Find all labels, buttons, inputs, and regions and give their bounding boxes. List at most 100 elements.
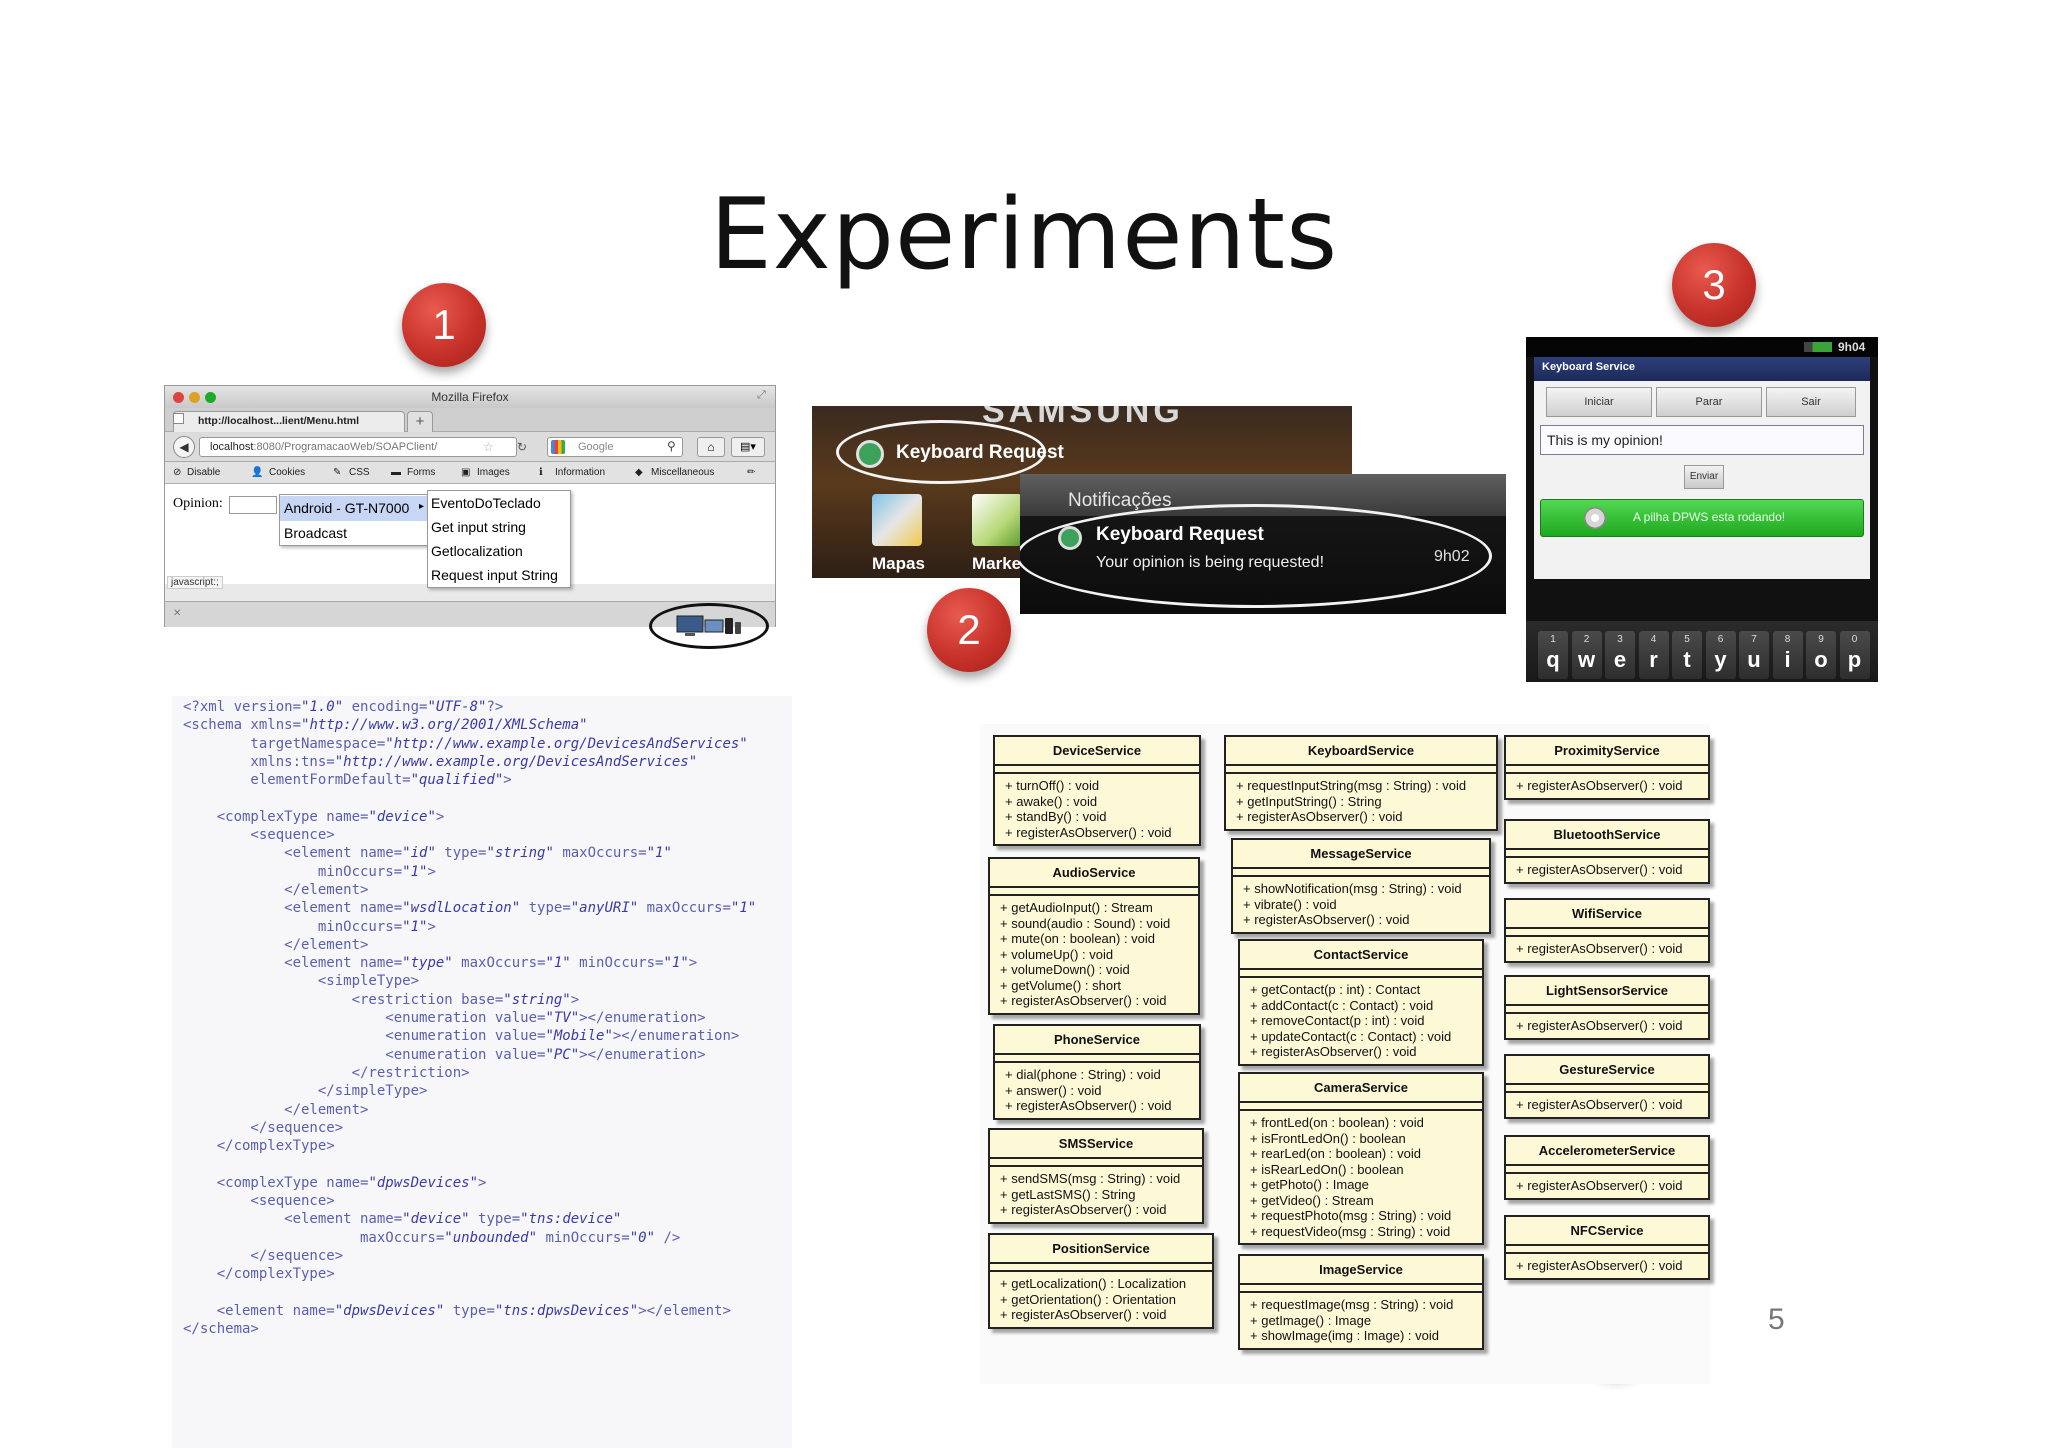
submenu-item-evento[interactable]: EventoDoTeclado [431, 495, 541, 511]
maximize-window-icon[interactable] [205, 392, 216, 403]
maps-app-icon[interactable] [872, 494, 922, 546]
uml-operations-compartment: + registerAsObserver() : void [1506, 1254, 1708, 1278]
send-button[interactable]: Enviar [1684, 465, 1724, 489]
uml-operation-signature: getAudioInput() : Stream [1011, 900, 1153, 915]
menu-item-android[interactable]: Android - GT-N7000▸ [280, 496, 428, 521]
menu-item-broadcast[interactable]: Broadcast [284, 525, 348, 541]
opinion-input[interactable] [229, 496, 277, 514]
uml-operation-signature: addContact(c : Contact) : void [1261, 997, 1434, 1013]
badge-3: 3 [1672, 243, 1756, 327]
uml-operation: + getContact(p : int) : Contact [1250, 982, 1476, 998]
maps-app-label: Mapas [872, 554, 925, 573]
notification-message[interactable]: Your opinion is being requested! [1096, 554, 1325, 571]
uml-operation-signature: requestVideo(msg : String) : void [1261, 1223, 1451, 1239]
uml-operations-compartment: + registerAsObserver() : void [1506, 1014, 1708, 1038]
code-markup: <element name= [183, 845, 403, 862]
uml-operation: + requestVideo(msg : String) : void [1250, 1224, 1476, 1240]
stop-button[interactable]: Parar [1656, 387, 1762, 417]
form-icon: ▬ [391, 467, 401, 478]
code-value: "unbounded" [444, 1229, 538, 1246]
submenu-item-getlocalization[interactable]: Getlocalization [431, 543, 523, 559]
new-tab-button[interactable]: + [407, 411, 433, 432]
uml-operation: + volumeDown() : void [1000, 962, 1192, 978]
search-field[interactable]: Google [547, 437, 683, 457]
uml-operation-signature: getLastSMS() : String [1011, 1186, 1136, 1202]
toolbar-information[interactable]: Information [555, 467, 606, 478]
uml-class-name: DeviceService [995, 737, 1199, 766]
toolbar-cookies[interactable]: Cookies [269, 467, 306, 478]
code-markup: minOccurs= [537, 1229, 630, 1246]
uml-class-name: PhoneService [995, 1026, 1199, 1055]
minimize-window-icon[interactable] [189, 392, 200, 403]
public-visibility-icon: + [1250, 1013, 1262, 1028]
opinion-text-field[interactable]: This is my opinion! [1540, 425, 1864, 455]
browser-tab[interactable]: http://localhost...lient/Menu.html [173, 411, 405, 432]
home-icon[interactable]: ⌂ [697, 437, 725, 457]
search-icon[interactable]: ⚲ [667, 439, 676, 453]
uml-class-name: AudioService [990, 859, 1198, 888]
wand-icon: ✎ [333, 467, 342, 478]
uml-operation-signature: requestImage(msg : String) : void [1261, 1297, 1454, 1312]
code-line: <enumeration value="Mobile"></enumeratio… [183, 1027, 756, 1045]
code-value: "1" [402, 863, 428, 880]
close-window-icon[interactable] [173, 392, 184, 403]
uml-operation: + registerAsObserver() : void [1250, 1044, 1476, 1060]
notification-title[interactable]: Keyboard Request [1096, 524, 1264, 545]
uml-operation: + getLastSMS() : String [1000, 1187, 1196, 1203]
uml-operation: + mute(on : boolean) : void [1000, 931, 1192, 947]
code-markup: type= [435, 845, 487, 862]
uml-operation: + getVolume() : short [1000, 978, 1192, 994]
code-line: <enumeration value="TV"></enumeration> [183, 1009, 756, 1027]
cd-icon [1584, 507, 1606, 529]
submenu-item-request-input[interactable]: Request input String [431, 567, 558, 583]
public-visibility-icon: + [1005, 793, 1017, 809]
fullscreen-icon[interactable]: ⤢ [757, 389, 766, 401]
url-host: localhost [210, 441, 254, 453]
public-visibility-icon: + [1250, 1177, 1262, 1192]
devices-icon[interactable] [675, 614, 743, 638]
toolbar-forms[interactable]: Forms [407, 467, 436, 478]
info-icon: ℹ [539, 467, 543, 478]
submenu-item-get-input[interactable]: Get input string [431, 519, 526, 535]
code-markup: type= [444, 1302, 495, 1319]
market-app-icon[interactable] [972, 494, 1022, 546]
uml-operation: + registerAsObserver() : void [1000, 993, 1192, 1009]
market-app-label: Market [972, 554, 1027, 573]
back-icon[interactable]: ◀ [173, 436, 195, 458]
url-field[interactable]: localhost:8080/ProgramacaoWeb/SOAPClient… [199, 437, 517, 457]
close-icon[interactable]: ✕ [173, 608, 182, 619]
code-markup: > [503, 772, 512, 789]
key-number: 6 [1717, 634, 1724, 645]
start-button[interactable]: Iniciar [1546, 387, 1652, 417]
toolbar-css[interactable]: CSS [349, 467, 370, 478]
uml-operation: + registerAsObserver() : void [1000, 1307, 1206, 1323]
public-visibility-icon: + [1000, 962, 1012, 977]
toolbar-miscellaneous[interactable]: Miscellaneous [651, 467, 715, 478]
public-visibility-icon: + [1000, 1186, 1012, 1202]
code-line: <simpleType> [183, 972, 756, 990]
uml-operation: + getInputString() : String [1236, 794, 1490, 810]
toolbar-disable[interactable]: Disable [187, 467, 221, 478]
bookmarks-icon[interactable]: ▤▾ [731, 437, 765, 457]
toolbar-images[interactable]: Images [477, 467, 510, 478]
uml-attributes-compartment [1506, 929, 1708, 937]
bookmark-star-icon[interactable]: ☆ [483, 440, 494, 454]
uml-class-name: KeyboardService [1226, 737, 1496, 766]
uml-operation: + dial(phone : String) : void [1005, 1067, 1193, 1083]
action-submenu: EventoDoTeclado Get input string Getloca… [427, 490, 571, 588]
code-line: </sequence> [183, 1119, 756, 1137]
code-markup: </complexType> [183, 1138, 335, 1155]
reload-icon[interactable]: ↻ [517, 440, 528, 454]
exit-button[interactable]: Sair [1766, 387, 1856, 417]
uml-operations-compartment: + getContact(p : int) : Contact + addCont… [1240, 978, 1482, 1064]
